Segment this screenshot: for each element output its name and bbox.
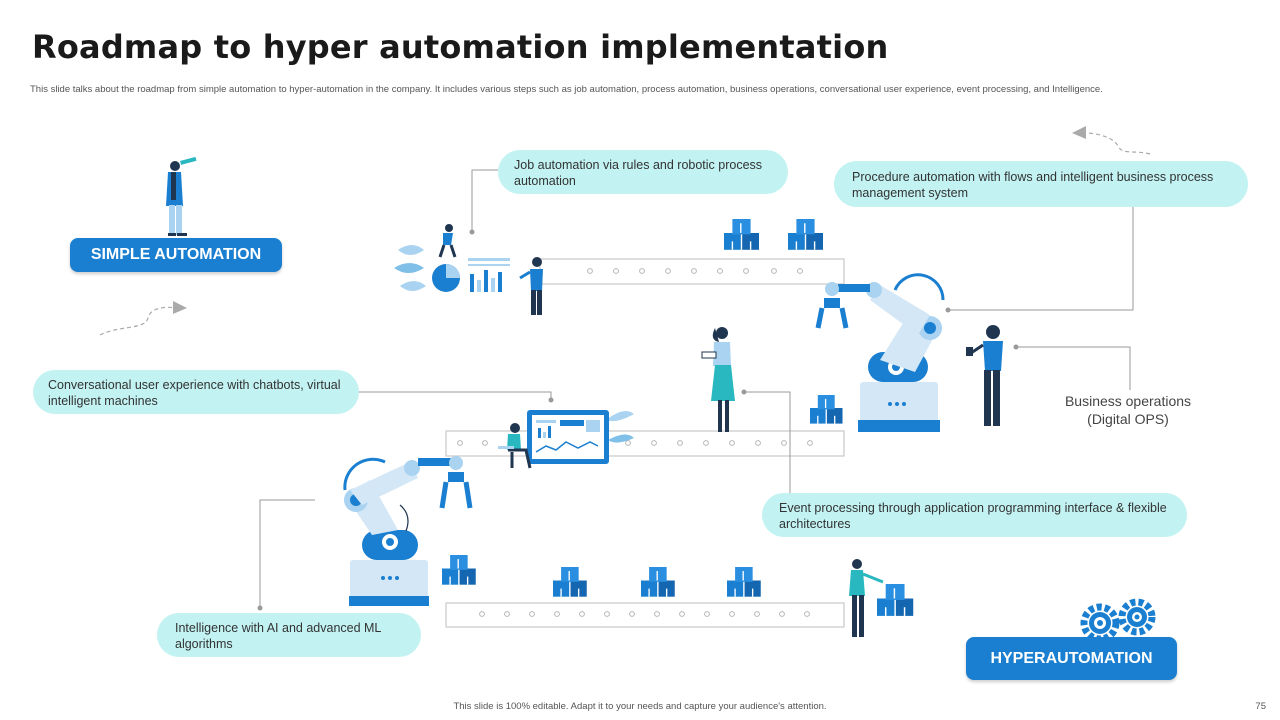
person-standing-icon [519,257,543,315]
page-title: Roadmap to hyper automation implementati… [32,28,889,66]
callout-intelligence: Intelligence with AI and advanced ML alg… [157,613,421,657]
box-stack-icon [787,218,824,251]
page-subtitle: This slide talks about the roadmap from … [30,84,1103,95]
conveyor-belts [445,258,845,628]
box-stack-icon [809,394,844,425]
box-stack-icon [640,566,676,598]
box-stack-icon [552,566,588,598]
dashed-arrow-end [1072,126,1151,155]
person-woman-laptop-icon [701,327,735,432]
conveyor-dots [457,268,813,617]
callout-job-automation: Job automation via rules and robotic pro… [498,150,788,194]
business-operations-line1: Business operations [1064,393,1192,409]
business-operations-line2: (Digital OPS) [1087,411,1169,427]
dashboard-monitor-icon [527,410,634,464]
leader-dots [257,229,1019,611]
person-business-icon [966,325,1003,426]
box-stack-icon [876,583,914,617]
callout-event-processing: Event processing through application pro… [762,493,1187,537]
callout-procedure-automation: Procedure automation with flows and inte… [834,161,1248,207]
robot-arm-icon [815,273,945,432]
business-operations-label: Business operations (Digital OPS) [1040,392,1216,428]
person-telescope-icon [166,156,197,236]
analytics-charts-icon [394,224,510,292]
person-presenting-icon [849,559,884,637]
simple-automation-badge: SIMPLE AUTOMATION [70,238,282,272]
gears-icon [1080,598,1156,643]
person-sitting-icon [498,423,532,469]
box-stack-icon [441,554,477,586]
leader-lines [259,169,1134,608]
robot-arm-icon [343,456,473,606]
box-stack-icon [723,218,760,251]
conveyor-bottom [445,602,845,628]
footer-note: This slide is 100% editable. Adapt it to… [453,701,827,712]
hyperautomation-badge: HYPERAUTOMATION [966,637,1177,680]
page-number: 75 [1255,701,1266,712]
box-stack-icon [726,566,762,598]
callout-conversational-ux: Conversational user experience with chat… [33,370,359,414]
dashed-arrow-start [99,301,187,336]
conveyor-middle [445,430,845,457]
